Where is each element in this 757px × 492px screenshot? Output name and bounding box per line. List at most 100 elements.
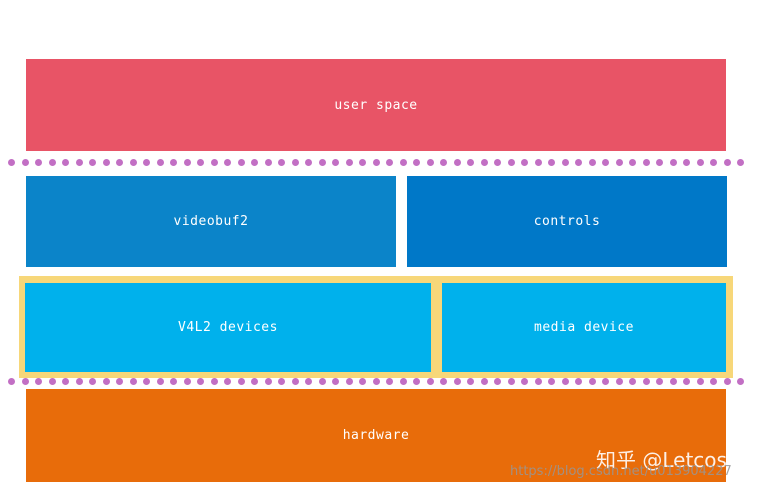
divider-dot [440, 159, 447, 166]
kernel-boundary-dotted-line-top [8, 159, 748, 169]
divider-dot [75, 159, 83, 166]
divider-dot [602, 378, 609, 385]
divider-dot [345, 159, 353, 166]
divider-dot [21, 159, 29, 166]
divider-dot [332, 159, 339, 166]
divider-dot [440, 378, 447, 385]
divider-dot [237, 378, 245, 385]
divider-dot [62, 378, 69, 385]
divider-dot [156, 378, 164, 385]
divider-dot [8, 378, 15, 385]
divider-dot [359, 159, 366, 166]
divider-dot [210, 378, 218, 385]
divider-dot [656, 159, 663, 166]
divider-dot [656, 378, 663, 385]
divider-dot [170, 159, 177, 166]
watermark-author: 知乎 @Letcos [596, 448, 727, 472]
divider-dot [21, 378, 29, 385]
divider-dot [116, 378, 123, 385]
divider-dot [224, 378, 231, 385]
divider-dot [143, 378, 150, 385]
divider-dot [102, 159, 110, 166]
media-device-block: media device [442, 283, 726, 372]
media-device-label: media device [534, 320, 634, 335]
divider-dot [264, 378, 272, 385]
divider-dot [210, 159, 218, 166]
divider-dot [521, 159, 528, 166]
divider-dot [264, 159, 272, 166]
divider-dot [183, 378, 191, 385]
v4l2-devices-block: V4L2 devices [25, 283, 431, 372]
divider-dot [710, 159, 717, 166]
watermark-url: https://blog.csdn.net/u013904227 [510, 464, 732, 479]
divider-dot [507, 378, 515, 385]
divider-dot [35, 159, 42, 166]
divider-dot [197, 378, 204, 385]
divider-dot [305, 159, 312, 166]
divider-dot [561, 378, 569, 385]
divider-dot [278, 378, 285, 385]
divider-dot [318, 159, 326, 166]
divider-dot [129, 378, 137, 385]
divider-dot [723, 159, 731, 166]
divider-dot [561, 159, 569, 166]
divider-dot [197, 159, 204, 166]
divider-dot [615, 378, 623, 385]
controls-block: controls [407, 176, 727, 267]
divider-dot [48, 378, 56, 385]
hardware-label: hardware [342, 428, 410, 443]
divider-dot [345, 378, 353, 385]
divider-dot [183, 159, 191, 166]
divider-dot [359, 378, 366, 385]
divider-dot [615, 159, 623, 166]
divider-dot [426, 378, 434, 385]
divider-dot [75, 378, 83, 385]
divider-dot [588, 378, 596, 385]
user-space-layer: user space [26, 59, 726, 151]
divider-dot [602, 159, 609, 166]
divider-dot [696, 159, 704, 166]
divider-dot [494, 159, 501, 166]
divider-dot [696, 378, 704, 385]
divider-dot [62, 159, 69, 166]
divider-dot [237, 159, 245, 166]
divider-dot [480, 378, 488, 385]
divider-dot [453, 159, 461, 166]
divider-dot [386, 378, 393, 385]
divider-dot [710, 378, 717, 385]
divider-dot [534, 159, 542, 166]
hardware-layer: hardware [26, 389, 726, 482]
divider-dot [548, 378, 555, 385]
divider-dot [642, 378, 650, 385]
divider-dot [575, 378, 582, 385]
divider-dot [386, 159, 393, 166]
divider-dot [89, 159, 96, 166]
divider-dot [318, 378, 326, 385]
divider-dot [534, 378, 542, 385]
divider-dot [48, 159, 56, 166]
divider-dot [683, 378, 690, 385]
divider-dot [575, 159, 582, 166]
user-space-label: user space [334, 97, 418, 113]
divider-dot [480, 159, 488, 166]
divider-dot [669, 378, 677, 385]
divider-dot [588, 159, 596, 166]
videobuf2-block: videobuf2 [26, 176, 396, 267]
divider-dot [453, 378, 461, 385]
divider-dot [8, 159, 15, 166]
divider-dot [332, 378, 339, 385]
videobuf2-label: videobuf2 [173, 214, 249, 229]
divider-dot [669, 159, 677, 166]
divider-dot [35, 378, 42, 385]
divider-dot [170, 378, 177, 385]
divider-dot [467, 378, 474, 385]
divider-dot [372, 378, 380, 385]
divider-dot [116, 159, 123, 166]
divider-dot [399, 378, 407, 385]
divider-dot [413, 159, 420, 166]
divider-dot [507, 159, 515, 166]
divider-dot [629, 378, 636, 385]
kernel-boundary-dotted-line-bottom [8, 378, 748, 388]
divider-dot [494, 378, 501, 385]
divider-dot [89, 378, 96, 385]
